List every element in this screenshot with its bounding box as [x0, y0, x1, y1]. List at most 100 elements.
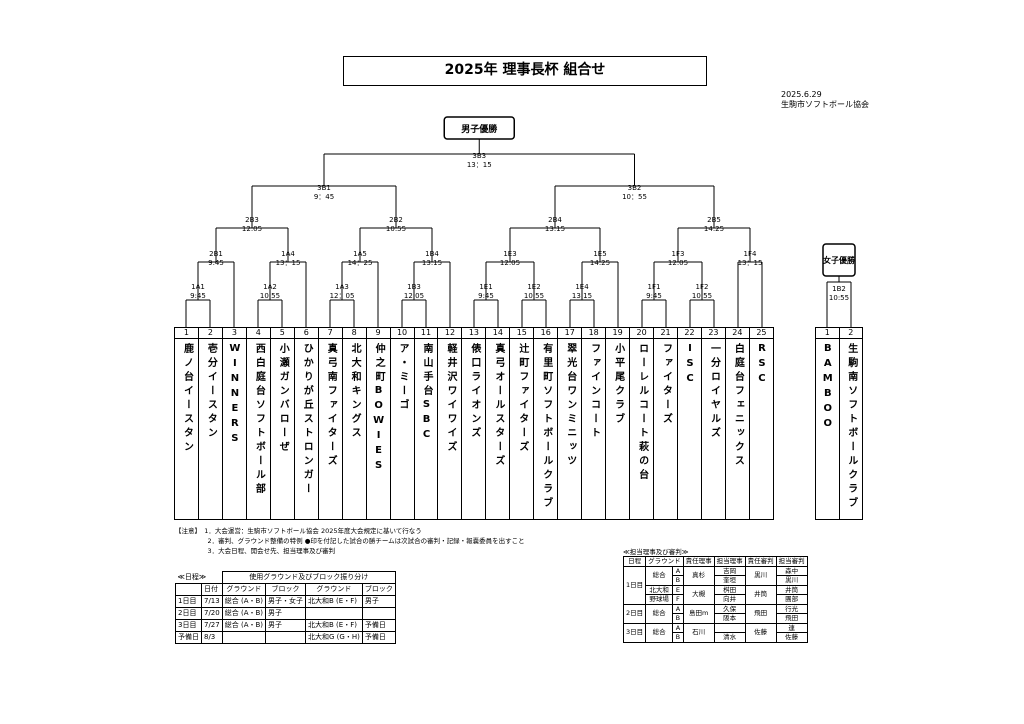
team-number: 1 [174, 327, 199, 339]
girls-champion-box [822, 243, 856, 277]
resp-cell: A [672, 603, 684, 614]
team-name-cell: 鹿ノ台イースタン [174, 338, 199, 520]
organization: 生駒市ソフトボール協会 [781, 100, 869, 109]
resp-cell: 行光 [775, 603, 808, 614]
team-name-cell: ファイターズ [653, 338, 679, 520]
team-name: 小平尾クラブ [612, 343, 624, 427]
team-name: ローレルコート萩の台 [636, 343, 648, 483]
team-name: 壱分イースタン [205, 343, 217, 441]
team-number: 2 [197, 327, 223, 339]
resp-cell: 向井 [713, 594, 746, 605]
girls-champion-label: 女子優勝 [823, 255, 856, 265]
schedule-row: 予備日 8/3 北大和G (G・H) 予備日 [175, 631, 396, 644]
schedule-cell: 7/20 [201, 607, 223, 620]
schedule-cell [221, 631, 267, 644]
boys-champion-label: 男子優勝 [461, 123, 498, 135]
team-name-cell: ISC [677, 338, 702, 520]
schedule-corner [175, 583, 202, 596]
team-name-cell: 仲之町BOWIES [365, 338, 391, 520]
resp-cell: 野球場 [645, 594, 674, 605]
resp-cell: 2日目 [622, 603, 647, 624]
resp-cell: 久保 [713, 603, 746, 614]
resp-cell: A [672, 622, 684, 633]
resp-cell: 阪本 [713, 613, 746, 624]
game-time: 10:55 [386, 225, 406, 233]
resp-row: B 清水 佐藤 [624, 632, 808, 643]
tournament-bracket: 1A19:451A210:551A312：051B312:051E19:451E… [185, 116, 856, 327]
resp-cell: B [672, 575, 684, 586]
schedule-cell: 北大和G (G・H) [305, 631, 363, 644]
game-time: 10：55 [622, 193, 647, 201]
schedule-row: 3日目 7/27 総合 (A・B) 男子 北大和B (E・F) 予備日 [175, 619, 396, 632]
team-name-cell: 壱分イースタン [197, 338, 223, 520]
team-name: 北大和キングス [349, 343, 361, 441]
schedule-header: 日付 [201, 583, 223, 596]
game-id: 3B1 [317, 184, 331, 192]
resp-cell: 井筒 [775, 584, 808, 595]
team-number: 9 [365, 327, 391, 339]
schedule-row: 2日目 7/20 総合 (A・B) 男子 [175, 607, 396, 620]
notes: 【注意】 1．大会運営：生駒市ソフトボール協会 2025年度大会規定に基いて行な… [175, 526, 525, 556]
resp-cell: 連 [775, 622, 808, 633]
team-name: 一分ロイヤルズ [708, 343, 720, 441]
schedule-cell: 男子 [265, 607, 307, 620]
schedule-header: グラウンド [221, 583, 267, 596]
game-id: 3B2 [628, 184, 642, 192]
schedule-header: グラウンド [305, 583, 363, 596]
game-time: 12:05 [668, 259, 688, 267]
game-id: 3B3 [472, 152, 486, 160]
resp-cell [713, 622, 746, 633]
schedule-caption: ≪日程≫ [177, 572, 207, 581]
schedule-cell: 3日目 [175, 619, 202, 632]
resp-cell: 森中 [775, 565, 808, 576]
team-name: 辻町ファイターズ [516, 343, 528, 455]
team-name: 小瀬ガンバローぜ [277, 343, 289, 455]
note-line: 2．審判、グラウンド整備の特例 ●印を付記した試合の勝チームは次試合の審判・記録… [175, 537, 525, 545]
team-number: 13 [461, 327, 487, 339]
schedule-cell [265, 631, 307, 644]
team-name: 南山手台SBC [421, 343, 432, 444]
team-number: 6 [293, 327, 319, 339]
responsibility-caption: ≪担当理事及び審判≫ [623, 548, 689, 556]
schedule-cell: 北大和B (E・F) [305, 619, 363, 632]
resp-cell: 3日目 [622, 622, 647, 643]
resp-cell: 井筒 [744, 584, 777, 605]
team-number: 8 [341, 327, 367, 339]
game-time: 13：15 [276, 259, 301, 267]
schedule-table: ≪日程≫ 使用グラウンド及びブロック振り分け 日付 グラウンド ブロック グラウ… [175, 571, 396, 644]
schedule-cell: 予備日 [361, 631, 396, 644]
schedule-group-header: 使用グラウンド及びブロック振り分け [221, 571, 396, 584]
schedule-cell: 総合 (A・B) [221, 595, 267, 608]
team-number: 21 [653, 327, 679, 339]
schedule-cell [305, 607, 363, 620]
team-number: 20 [629, 327, 655, 339]
resp-cell: 黒川 [775, 575, 808, 586]
team-number: 18 [581, 327, 607, 339]
team-name-cell: 北大和キングス [341, 338, 367, 520]
team-name-cell: 小瀬ガンバローぜ [269, 338, 295, 520]
document-date: 2025.6.29 [781, 90, 822, 99]
team-number: 15 [509, 327, 535, 339]
team-name-cell: 翠光台ワンミニッツ [557, 338, 583, 520]
schedule-row: 1日目 7/13 総合 (A・B) 男子・女子 北大和B (E・F) 男子 [175, 595, 396, 608]
game-time: 13：15 [467, 161, 492, 169]
team-name-cell: 西白庭台ソフトボール部 [245, 338, 271, 520]
resp-cell: A [672, 565, 684, 576]
resp-cell: 総合 [645, 565, 674, 586]
team-name: ファインコート [588, 343, 600, 441]
team-name-cell: RSC [748, 338, 775, 520]
schedule-cell [361, 607, 396, 620]
resp-cell: E [672, 584, 684, 595]
resp-cell: 石川 [682, 622, 715, 643]
team-name-cell: 有里町ソフトボールクラブ [533, 338, 559, 520]
team-name: 俵口ライオンズ [468, 343, 480, 441]
resp-cell: B [672, 613, 684, 624]
note-line: 3．大会日程、開会せ先、担当理事及び審判 [175, 547, 336, 555]
schedule-cell: 総合 (A・B) [221, 619, 267, 632]
resp-row: 2日目 総合 A 島田m 久保 飛田 行光 [622, 603, 808, 624]
team-name-cell: 南山手台SBC [413, 338, 439, 520]
game-time: 13:15 [422, 259, 442, 267]
game-time: 9：45 [314, 193, 334, 201]
team-number: 10 [389, 327, 415, 339]
resp-cell: 1日目 [622, 565, 647, 605]
